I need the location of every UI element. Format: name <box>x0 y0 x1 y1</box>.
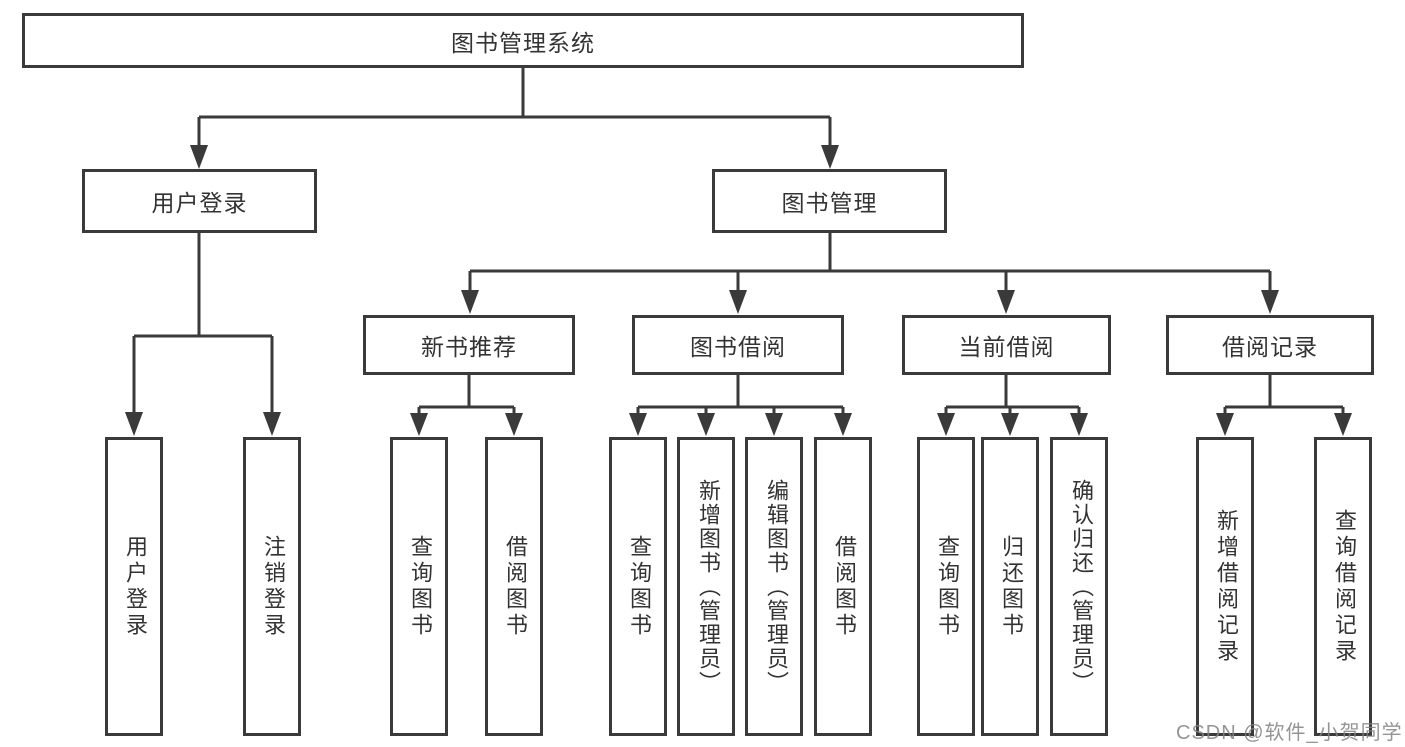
arrowhead-icon <box>834 413 852 436</box>
arrowhead-icon <box>937 413 955 436</box>
arrowhead-icon <box>1001 413 1019 436</box>
leaf-edit-books-admin: 编辑图书（管理员） <box>745 437 803 736</box>
leaf-return-books: 归还图书 <box>981 437 1039 736</box>
connector-borrow-records <box>1223 375 1345 413</box>
connector-root <box>197 68 832 145</box>
leaf-logout: 注销登录 <box>243 437 301 736</box>
arrowhead-icon <box>125 412 143 436</box>
node-current-borrow: 当前借阅 <box>902 315 1111 375</box>
connector-new-books <box>417 375 516 413</box>
csdn-watermark: CSDN @软件_小贺同学 <box>1176 722 1403 744</box>
node-book-management: 图书管理 <box>712 169 947 233</box>
connector-book-borrow <box>636 375 845 413</box>
node-borrow-records: 借阅记录 <box>1166 315 1374 375</box>
arrowhead-icon <box>1261 290 1279 314</box>
arrowhead-icon <box>997 290 1015 314</box>
arrowhead-icon <box>765 413 783 436</box>
node-root: 图书管理系统 <box>22 13 1024 68</box>
leaf-query-borrow-record: 查询借阅记录 <box>1314 437 1372 736</box>
arrowhead-icon <box>505 413 523 436</box>
arrowhead-icon <box>729 290 747 314</box>
leaf-user-login: 用户登录 <box>105 437 163 736</box>
node-new-book-recommend: 新书推荐 <box>363 315 575 375</box>
arrowhead-icon <box>1334 413 1352 436</box>
leaf-add-books-admin: 新增图书（管理员） <box>677 437 735 736</box>
arrowhead-icon <box>821 145 839 169</box>
arrowhead-icon <box>461 290 479 314</box>
arrowhead-icon <box>1216 413 1234 436</box>
leaf-confirm-return-admin: 确认归还（管理员） <box>1050 437 1108 736</box>
connector-user-login <box>132 233 274 412</box>
arrowhead-icon <box>629 413 647 436</box>
leaf-borrow-books-2: 借阅图书 <box>814 437 872 736</box>
connector-current-borrow <box>944 375 1081 413</box>
arrowhead-icon <box>263 412 281 436</box>
node-user-login: 用户登录 <box>82 169 317 233</box>
leaf-query-books-3: 查询图书 <box>917 437 975 736</box>
node-book-borrow: 图书借阅 <box>632 315 844 375</box>
arrowhead-icon <box>697 413 715 436</box>
arrowhead-icon <box>190 145 208 169</box>
leaf-query-books-1: 查询图书 <box>390 437 448 736</box>
leaf-borrow-books-1: 借阅图书 <box>485 437 543 736</box>
connector-book-management <box>468 233 1272 290</box>
arrowhead-icon <box>410 413 428 436</box>
leaf-query-books-2: 查询图书 <box>609 437 667 736</box>
leaf-add-borrow-record: 新增借阅记录 <box>1196 437 1254 736</box>
arrowhead-icon <box>1070 413 1088 436</box>
